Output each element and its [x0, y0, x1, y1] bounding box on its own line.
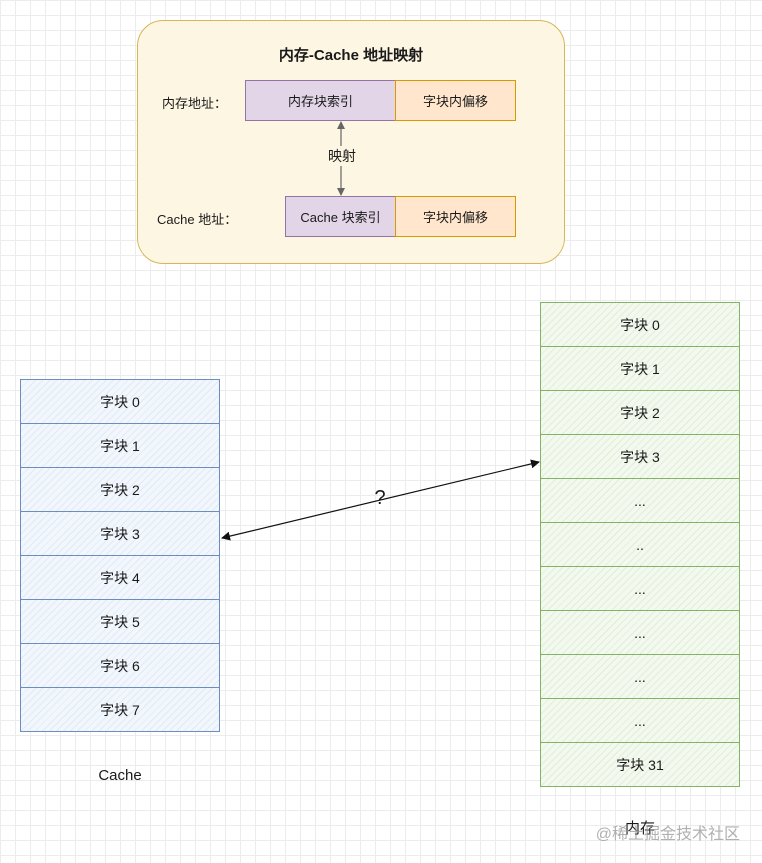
memory-block: ... — [540, 478, 740, 523]
cache-block: 字块 0 — [20, 379, 220, 424]
cache-block: 字块 2 — [20, 467, 220, 512]
memory-block: ... — [540, 654, 740, 699]
cache-block: 字块 7 — [20, 687, 220, 732]
cache-memory-double-arrow — [221, 459, 540, 541]
cache-block: 字块 5 — [20, 599, 220, 644]
mapping-arrow-label: 映射 — [324, 146, 360, 166]
memory-block-offset-cell: 字块内偏移 — [395, 80, 516, 121]
cache-block-index-cell: Cache 块索引 — [285, 196, 396, 237]
memory-block-column: 字块 0 字块 1 字块 2 字块 3 ... .. ... ... ... .… — [540, 302, 740, 787]
mapping-title: 内存-Cache 地址映射 — [278, 47, 424, 64]
cache-block-column: 字块 0 字块 1 字块 2 字块 3 字块 4 字块 5 字块 6 字块 7 — [20, 379, 220, 732]
watermark: @稀土掘金技术社区 — [595, 826, 740, 843]
memory-block: ... — [540, 610, 740, 655]
memory-block: 字块 0 — [540, 302, 740, 347]
memory-block: 字块 3 — [540, 434, 740, 479]
unknown-mapping-label: ? — [374, 487, 386, 509]
memory-block: ... — [540, 566, 740, 611]
cache-block: 字块 1 — [20, 423, 220, 468]
memory-address-label: 内存地址： — [162, 96, 228, 111]
cache-caption: Cache — [98, 767, 142, 784]
cache-address-label: Cache 地址： — [157, 212, 238, 227]
memory-block: 字块 2 — [540, 390, 740, 435]
memory-block: 字块 1 — [540, 346, 740, 391]
cache-block: 字块 3 — [20, 511, 220, 556]
memory-block: 字块 31 — [540, 742, 740, 787]
cache-block: 字块 4 — [20, 555, 220, 600]
cache-block-offset-cell: 字块内偏移 — [395, 196, 516, 237]
memory-block: .. — [540, 522, 740, 567]
memory-caption: 内存 — [624, 820, 655, 837]
memory-block: ... — [540, 698, 740, 743]
cache-block: 字块 6 — [20, 643, 220, 688]
